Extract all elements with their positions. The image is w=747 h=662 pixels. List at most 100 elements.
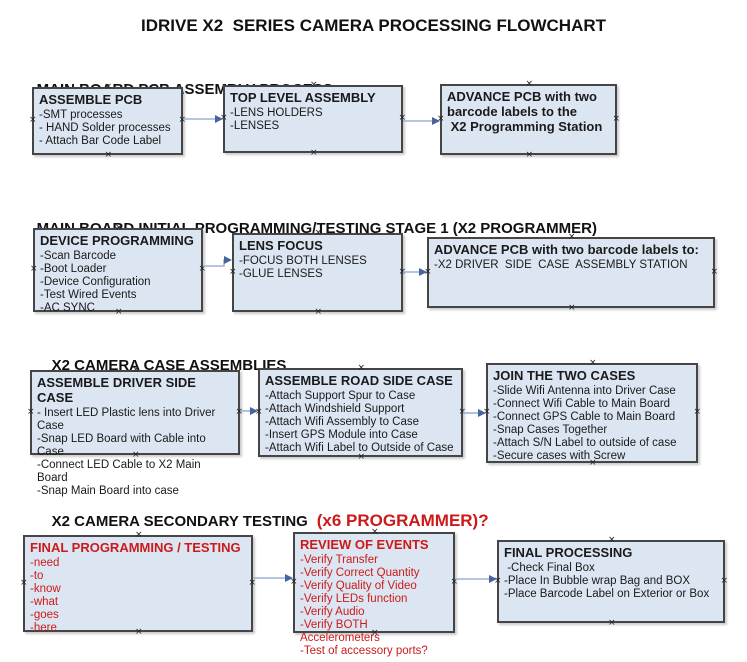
box-lines: - Insert LED Plastic lens into Driver Ca… <box>37 407 234 498</box>
box-line: - HAND Solder processes <box>39 122 171 134</box>
flow-box-assemble-road-side-case: ASSEMBLE ROAD SIDE CASE -Attach Support … <box>255 364 466 462</box>
box-line: -Test Wired Events <box>40 289 137 301</box>
connection-point-icon: × <box>525 150 534 160</box>
connection-point-icon: × <box>314 307 323 317</box>
box-line: -know <box>30 583 61 595</box>
box-line: -need <box>30 557 60 569</box>
flow-box-final-processing: FINAL PROCESSING -Check Final Box-Place … <box>494 536 728 628</box>
box-title: TOP LEVEL ASSEMBLY <box>230 90 376 105</box>
box-lines: -Scan Barcode-Boot Loader-Device Configu… <box>40 250 197 315</box>
box-title: JOIN THE TWO CASES <box>493 368 636 383</box>
connection-point-icon: × <box>612 113 620 124</box>
box-title: ASSEMBLE ROAD SIDE CASE <box>265 373 453 388</box>
box-line: -Verify BOTH Accelerometers <box>300 619 380 644</box>
connector-arrow-icon <box>240 407 258 415</box>
box-line: -X2 DRIVER SIDE CASE ASSEMBLY STATION <box>434 259 688 271</box>
box-title: ADVANCE PCB with two barcode labels to: <box>434 242 699 257</box>
box-line: -here <box>30 622 57 634</box>
connector-arrow-icon <box>183 115 223 123</box>
box-line: -Device Configuration <box>40 276 151 288</box>
box-title: ASSEMBLE PCB <box>39 92 143 107</box>
connector-arrow-icon <box>403 117 440 125</box>
box-lines: -SMT processes- HAND Solder processes- A… <box>39 109 177 148</box>
box-line: -Attach S/N Label to outside of case <box>493 437 677 449</box>
box-line: -Verify Quality of Video <box>300 580 417 592</box>
connector-arrow-icon <box>455 575 497 583</box>
box-line: -goes <box>30 609 59 621</box>
connection-point-icon: × <box>608 535 616 545</box>
connection-point-icon: × <box>30 264 38 274</box>
box-title: LENS FOCUS <box>239 238 323 253</box>
box-line: -Verify Transfer <box>300 554 378 566</box>
box-line: -Insert GPS Module into Case <box>265 429 418 441</box>
box-line: -SMT processes <box>39 109 123 121</box>
box-line: -GLUE LENSES <box>239 268 323 280</box>
flow-box-review-of-events: REVIEW OF EVENTS -Verify Transfer-Verify… <box>290 528 458 658</box>
flow-box-top-level-assembly: TOP LEVEL ASSEMBLY -LENS HOLDERS-LENSES … <box>220 81 406 158</box>
box-lines: -Verify Transfer-Verify Correct Quantity… <box>300 554 449 658</box>
section-heading-red-text: (x6 PROGRAMMER)? <box>311 511 489 530</box>
connection-point-icon: × <box>693 407 701 417</box>
box-line: -Attach Support Spur to Case <box>265 390 416 402</box>
flow-box-device-programming: DEVICE PROGRAMMING -Scan Barcode-Boot Lo… <box>30 224 206 317</box>
connector-arrow-icon <box>203 256 232 267</box>
connector-arrow-icon <box>403 268 427 276</box>
box-lines: -FOCUS BOTH LENSES-GLUE LENSES <box>239 255 397 281</box>
connection-point-icon: × <box>710 266 718 277</box>
section-heading-text: X2 CAMERA CASE ASSEMBLIES <box>51 357 287 374</box>
flow-box-assemble-driver-side-case: ASSEMBLE DRIVER SIDE CASE - Insert LED P… <box>27 366 243 498</box>
connection-point-icon: × <box>310 148 318 158</box>
box-lines: -Check Final Box-Place In Bubble wrap Ba… <box>504 562 719 601</box>
connection-point-icon: × <box>27 406 35 417</box>
box-line: -Connect Wifi Cable to Main Board <box>493 398 671 410</box>
box-line: -AC SYNC <box>40 302 95 314</box>
box-lines: -Attach Support Spur to Case-Attach Wind… <box>265 390 457 455</box>
connection-point-icon: × <box>20 577 28 588</box>
connection-point-icon: × <box>568 303 576 313</box>
box-line: -to <box>30 570 44 582</box>
box-title: ASSEMBLE DRIVER SIDE CASE <box>37 375 200 405</box>
box-line: -Attach Wifi Assembly to Case <box>265 416 420 428</box>
box-line: - Insert LED Plastic lens into Driver Ca… <box>37 407 219 432</box>
flow-box-assemble-pcb: ASSEMBLE PCB -SMT processes- HAND Solder… <box>29 83 186 160</box>
flow-box-join-the-two-cases: JOIN THE TWO CASES -Slide Wifi Antenna i… <box>483 359 701 468</box>
box-line: -Scan Barcode <box>40 250 117 262</box>
connection-point-icon: × <box>589 358 597 368</box>
box-line: -Test of accessory ports? <box>300 645 428 657</box>
box-lines: -need-to-know-what-goes-here <box>30 557 247 635</box>
section-heading-secondary-testing: X2 CAMERA SECONDARY TESTING (x6 PROGRAMM… <box>35 494 489 548</box>
connection-point-icon: × <box>104 150 113 160</box>
connection-point-icon: × <box>720 575 728 586</box>
flow-box-advance-pcb-programming-station: ADVANCE PCB with two barcode labels to t… <box>437 80 620 160</box>
box-line: -Verify Audio <box>300 606 365 618</box>
connection-point-icon: × <box>608 618 616 628</box>
box-line: -Snap Cases Together <box>493 424 608 436</box>
connection-point-icon: × <box>525 79 534 89</box>
section-heading-text: X2 CAMERA SECONDARY TESTING <box>51 513 312 530</box>
box-line: -Place Barcode Label on Exterior or Box <box>504 588 710 600</box>
box-line: -Attach Windshield Support <box>265 403 405 415</box>
section-heading-case-assemblies: X2 CAMERA CASE ASSEMBLIES <box>35 338 287 392</box>
box-title: DEVICE PROGRAMMING <box>40 233 194 248</box>
box-lines: -X2 DRIVER SIDE CASE ASSEMBLY STATION <box>434 259 709 272</box>
flow-box-final-programming-testing: FINAL PROGRAMMING / TESTING -need-to-kno… <box>20 531 256 637</box>
box-title: FINAL PROCESSING <box>504 545 633 560</box>
box-line: -LENS HOLDERS <box>230 107 323 119</box>
box-line: -what <box>30 596 59 608</box>
box-line: -FOCUS BOTH LENSES <box>239 255 367 267</box>
box-title: REVIEW OF EVENTS <box>300 537 429 552</box>
box-line: -Place In Bubble wrap Bag and BOX <box>504 575 691 587</box>
box-line: -Verify LEDs function <box>300 593 408 605</box>
flow-box-lens-focus: LENS FOCUS -FOCUS BOTH LENSES-GLUE LENSE… <box>229 229 406 317</box>
box-line: -Snap Main Board into case <box>37 485 179 497</box>
box-line: -Check Final Box <box>504 562 595 574</box>
connector-arrow-icon <box>253 574 293 582</box>
box-line: -Secure cases with Screw <box>493 450 626 462</box>
box-title: FINAL PROGRAMMING / TESTING <box>30 540 241 555</box>
box-line: -Boot Loader <box>40 263 107 275</box>
box-line: -Verify Correct Quantity <box>300 567 420 579</box>
box-line: -LENSES <box>230 120 280 132</box>
box-line: -Connect GPS Cable to Main Board <box>493 411 676 423</box>
box-line: -Snap LED Board with Cable into Case <box>37 433 209 458</box>
